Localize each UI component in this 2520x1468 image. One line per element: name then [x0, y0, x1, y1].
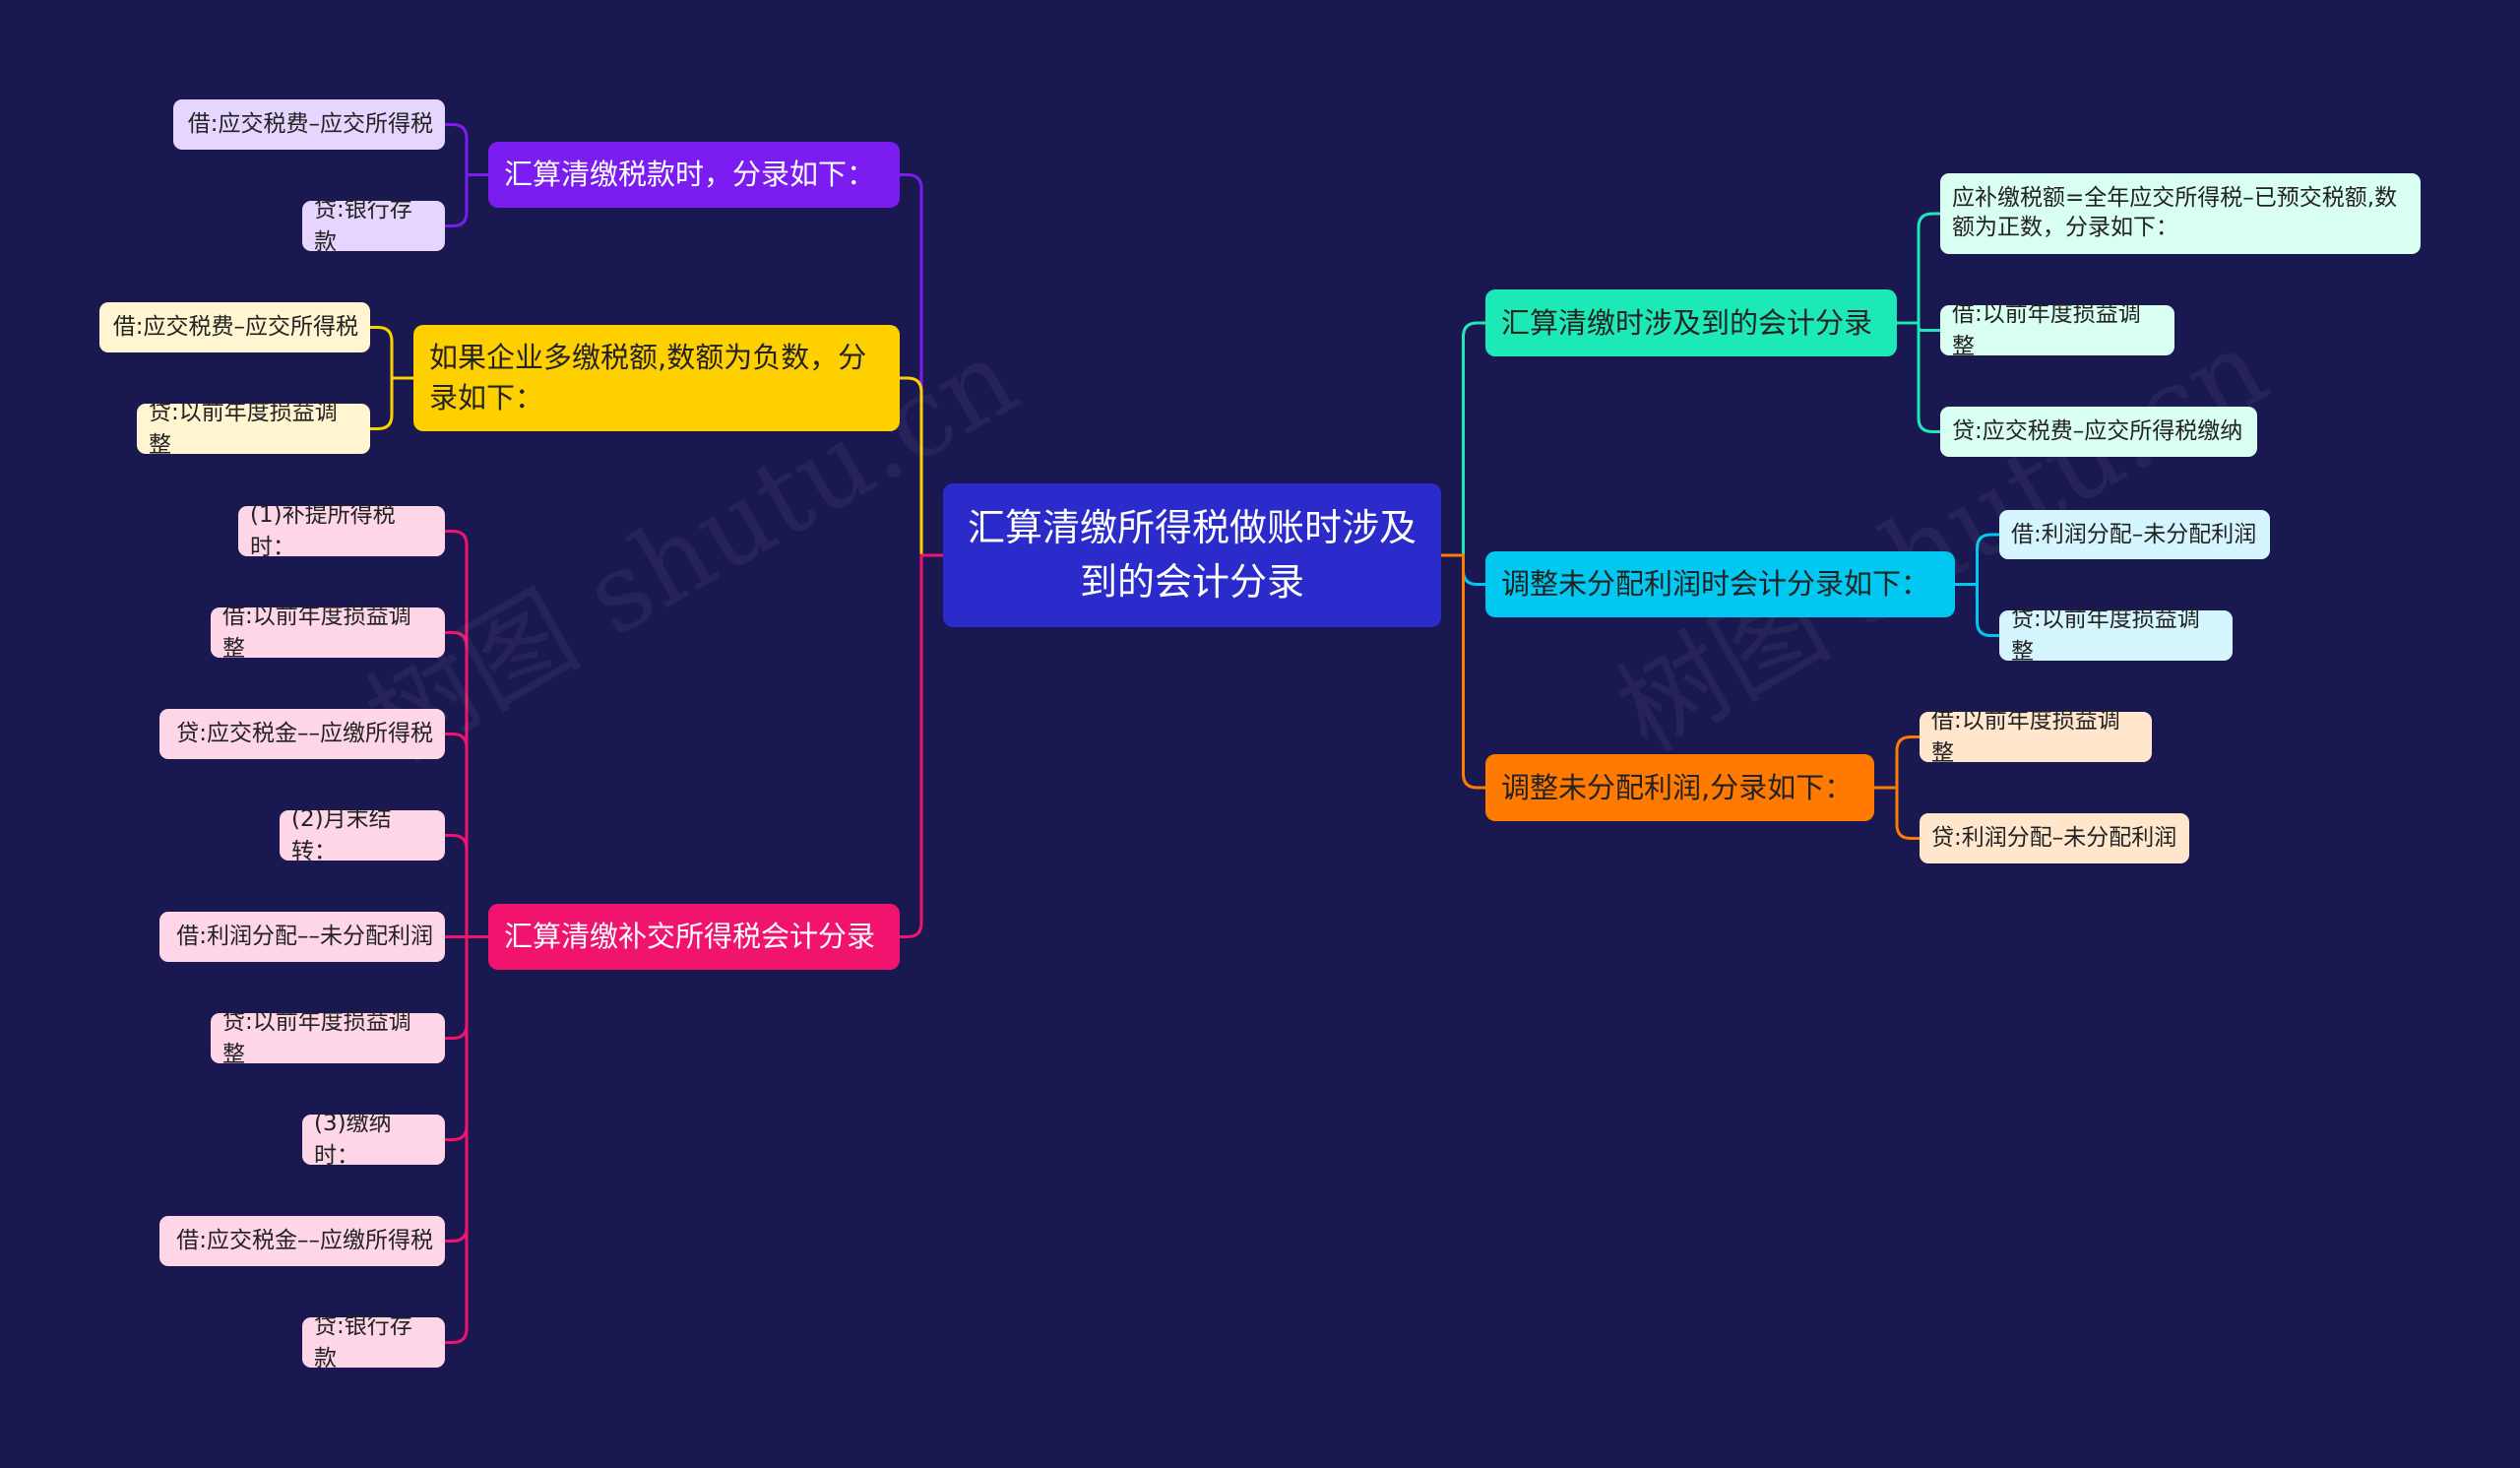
connector-line	[445, 834, 488, 938]
leaf-node[interactable]: 借:以前年度损益调整	[1920, 708, 2152, 766]
leaf-node[interactable]: 贷:银行存款	[302, 1313, 445, 1372]
leaf-node[interactable]: (3)缴纳时：	[302, 1111, 445, 1169]
connector-line	[445, 733, 488, 938]
leaf-node[interactable]: (2)月末结转：	[280, 806, 445, 864]
branch-node[interactable]: 汇算清缴时涉及到的会计分录	[1485, 289, 1897, 356]
leaf-node[interactable]: 借:利润分配–未分配利润	[1999, 510, 2270, 559]
central-topic[interactable]: 汇算清缴所得税做账时涉及到的会计分录	[943, 483, 1441, 627]
connector-line	[1874, 786, 1920, 840]
leaf-node[interactable]: 应补缴税额=全年应交所得税–已预交税额,数额为正数，分录如下：	[1940, 173, 2421, 254]
branch-node[interactable]: 汇算清缴补交所得税会计分录	[488, 904, 900, 970]
leaf-node[interactable]: 借:以前年度损益调整	[1940, 301, 2174, 359]
leaf-node[interactable]: 贷:利润分配–未分配利润	[1920, 813, 2189, 863]
connector-line	[1874, 735, 1920, 790]
leaf-node[interactable]: 贷:应交税金––应缴所得税	[159, 709, 445, 759]
leaf-node[interactable]: 借:应交税金––应缴所得税	[159, 1216, 445, 1266]
leaf-node[interactable]: 贷:以前年度损益调整	[1999, 606, 2233, 665]
leaf-node[interactable]: 贷:以前年度损益调整	[211, 1009, 445, 1067]
leaf-node[interactable]: 贷:以前年度损益调整	[137, 400, 370, 458]
branch-node[interactable]: 如果企业多缴税额,数额为负数，分录如下：	[413, 325, 900, 431]
leaf-node[interactable]: 贷:银行存款	[302, 197, 445, 255]
leaf-node[interactable]: 借:利润分配––未分配利润	[159, 912, 445, 962]
leaf-node[interactable]: 贷:应交税费–应交所得税缴纳	[1940, 407, 2257, 457]
connector-line	[1441, 553, 1485, 790]
leaf-node[interactable]: 借:应交税费–应交所得税	[173, 99, 445, 150]
leaf-node[interactable]: (1)补提所得税时：	[238, 502, 445, 560]
branch-node[interactable]: 调整未分配利润,分录如下：	[1485, 754, 1874, 821]
connector-line	[445, 123, 488, 176]
connector-line	[370, 376, 413, 430]
connector-line	[445, 631, 488, 938]
connector-line	[1955, 583, 1999, 637]
connector-line	[445, 173, 488, 227]
connector-line	[1955, 533, 1999, 586]
connector-line	[445, 530, 488, 938]
connector-line	[445, 935, 488, 1344]
branch-node[interactable]: 调整未分配利润时会计分录如下：	[1485, 551, 1955, 617]
branch-node[interactable]: 汇算清缴税款时，分录如下：	[488, 142, 900, 208]
connector-line	[1897, 321, 1940, 433]
connector-line	[900, 376, 943, 557]
connector-line	[1441, 321, 1485, 557]
connector-line	[1897, 212, 1940, 325]
leaf-node[interactable]: 借:应交税费–应交所得税	[99, 302, 370, 352]
connector-line	[900, 173, 943, 557]
leaf-node[interactable]: 借:以前年度损益调整	[211, 604, 445, 662]
connector-line	[900, 553, 943, 938]
connector-line	[370, 326, 413, 380]
